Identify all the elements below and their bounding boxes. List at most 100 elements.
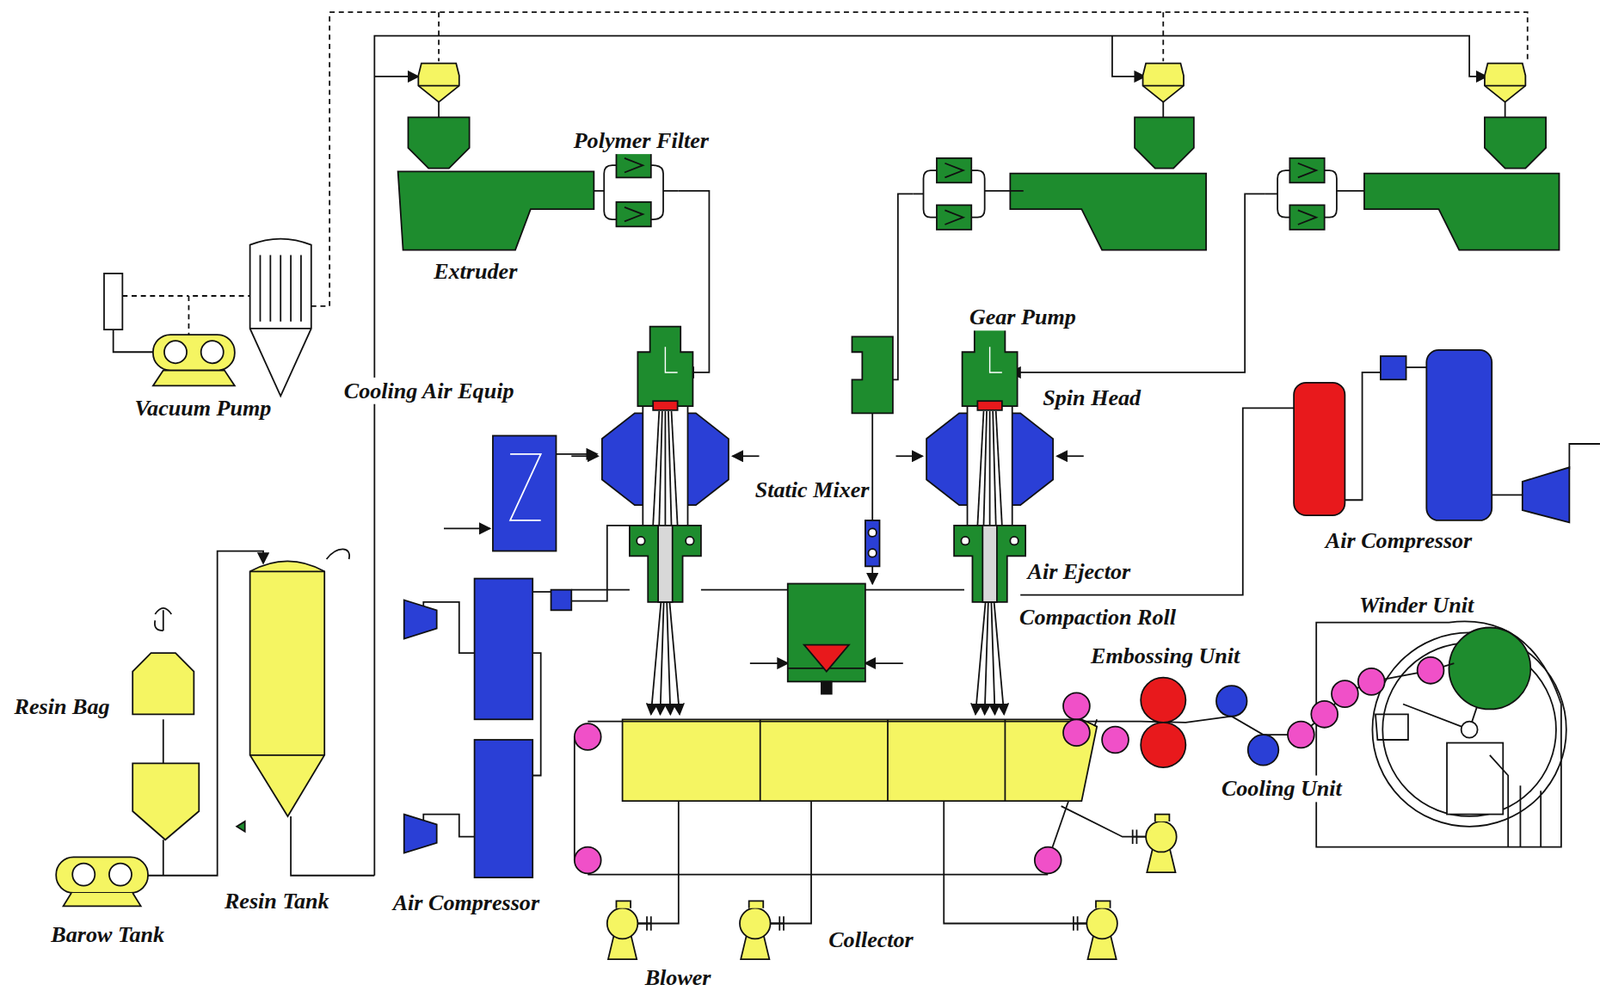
part-label: Static Mixer: [752, 476, 871, 504]
static-mixer: [787, 336, 893, 694]
air-arrow: [895, 455, 923, 457]
blower-outlet: [749, 900, 764, 908]
part-label: Blower: [642, 964, 714, 991]
guide-roll: [1287, 721, 1315, 749]
part-label: Polymer Filter: [571, 127, 711, 154]
blower-coupling: [770, 916, 784, 931]
vacuum-lines: [122, 12, 1527, 347]
air-port: [636, 536, 645, 545]
part-label: Gear Pump: [967, 303, 1079, 331]
hopper-outlet: [1484, 86, 1526, 118]
vacuum-unit: [104, 239, 312, 397]
part-label: Resin Bag: [12, 694, 112, 721]
blower: [1086, 908, 1118, 940]
quench-column: [967, 406, 1013, 529]
hopper-outlet: [418, 86, 459, 118]
blower-coupling: [1132, 829, 1146, 844]
guide-roll: [1331, 680, 1359, 708]
hopper: [1143, 63, 1184, 103]
guide-roll: [574, 723, 602, 751]
part-label: Air Compressor: [390, 889, 542, 917]
spin-head: [962, 326, 1018, 407]
quench-column: [642, 406, 688, 529]
air-arrow: [1057, 455, 1084, 457]
air-port: [960, 536, 969, 545]
filament: [666, 602, 671, 714]
resin-supply: [55, 560, 325, 906]
filament: [669, 602, 680, 714]
part-label: Collector: [826, 926, 916, 954]
part-label: Spin Head: [1040, 384, 1144, 412]
left-air-compressors: [404, 578, 573, 879]
spinneret: [652, 400, 677, 411]
filament: [992, 411, 997, 526]
cooling-roll: [1216, 685, 1248, 717]
part-label: Compaction Roll: [1017, 603, 1179, 631]
spinneret: [977, 400, 1002, 411]
pipes: [102, 36, 1600, 924]
part-label: Extruder: [431, 258, 520, 285]
air-arrow: [732, 455, 760, 457]
cooling-air-equip: [492, 436, 557, 552]
guide-roll: [1358, 668, 1385, 696]
part-label: Winder Unit: [1357, 591, 1477, 619]
guide-roll: [1417, 657, 1445, 684]
filament: [994, 602, 1005, 714]
air-port: [1009, 536, 1018, 545]
filament: [651, 602, 662, 714]
extruders: [398, 116, 1560, 250]
air-arrow: [571, 455, 598, 457]
filament: [990, 602, 995, 714]
blower: [1145, 821, 1177, 853]
hopper: [418, 63, 459, 103]
blower: [607, 908, 639, 940]
hopper-outlet: [1143, 86, 1184, 118]
filament: [996, 411, 1003, 526]
ejector-slot: [658, 525, 673, 603]
filament: [658, 411, 663, 526]
blower-coupling: [637, 916, 651, 931]
guide-roll: [1063, 692, 1090, 720]
blower-outlet: [615, 900, 631, 908]
filament: [977, 411, 984, 526]
winder-unit: [1081, 621, 1566, 847]
blower-outlet: [1155, 814, 1170, 822]
filament: [989, 411, 991, 526]
guide-roll: [1034, 847, 1062, 874]
blower: [739, 908, 771, 940]
blower-outlet: [1095, 900, 1111, 908]
guide-roll: [1310, 701, 1338, 728]
filament: [664, 411, 667, 526]
right-air-compressor: [1293, 350, 1570, 523]
ejector-slot: [982, 525, 997, 603]
embossing-roll: [1140, 722, 1186, 768]
melt-channel: [990, 346, 1003, 373]
part-label: Cooling Air Equip: [341, 377, 516, 405]
part-label: Embossing Unit: [1089, 642, 1243, 670]
blower-coupling: [1073, 916, 1087, 931]
spin-head: [637, 326, 693, 407]
filament: [668, 411, 672, 526]
hopper: [1484, 63, 1526, 103]
melt-channel: [664, 346, 677, 373]
guide-roll: [574, 847, 602, 874]
part-label: Air Ejector: [1025, 558, 1133, 585]
collector: [574, 719, 1097, 874]
filament: [652, 411, 659, 526]
part-label: Cooling Unit: [1219, 775, 1345, 803]
air-ejector: [629, 525, 702, 603]
part-label: Air Compressor: [1323, 527, 1475, 554]
part-label: Vacuum Pump: [132, 394, 274, 422]
air-port: [685, 536, 694, 545]
air-ejector: [953, 525, 1026, 603]
guide-roll: [1101, 726, 1129, 754]
guide-roll: [1063, 719, 1090, 746]
filament: [671, 411, 678, 526]
part-label: Barow Tank: [49, 921, 167, 948]
filament: [659, 602, 664, 714]
filament: [984, 602, 989, 714]
embossing-roll: [1140, 677, 1186, 723]
cooling-roll: [1248, 734, 1280, 766]
polymer-filters: [593, 153, 1365, 230]
